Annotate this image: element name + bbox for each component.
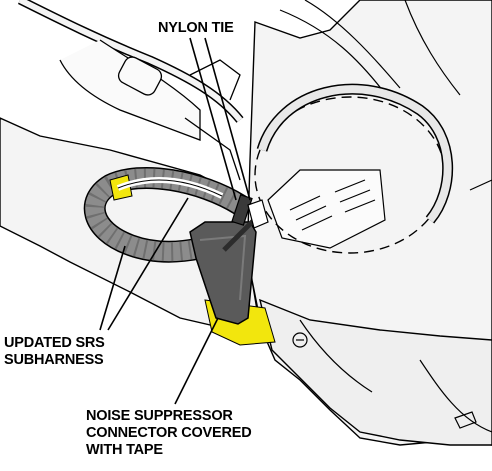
noise-suppressor-line-3: WITH TAPE bbox=[86, 442, 252, 459]
leader-noise-suppressor bbox=[175, 318, 218, 404]
noise-suppressor-line-2: CONNECTOR COVERED bbox=[86, 425, 252, 442]
updated-srs-subharness-line-1: UPDATED SRS bbox=[4, 335, 105, 352]
noise-suppressor-line-1: NOISE SUPPRESSOR bbox=[86, 408, 252, 425]
leader-nylon-tie-2 bbox=[205, 38, 250, 200]
noise-suppressor-label: NOISE SUPPRESSOR CONNECTOR COVERED WITH … bbox=[86, 408, 252, 459]
updated-srs-subharness-line-2: SUBHARNESS bbox=[4, 352, 105, 369]
updated-srs-subharness-label: UPDATED SRS SUBHARNESS bbox=[4, 335, 105, 369]
nylon-tie-label: NYLON TIE bbox=[158, 20, 234, 37]
